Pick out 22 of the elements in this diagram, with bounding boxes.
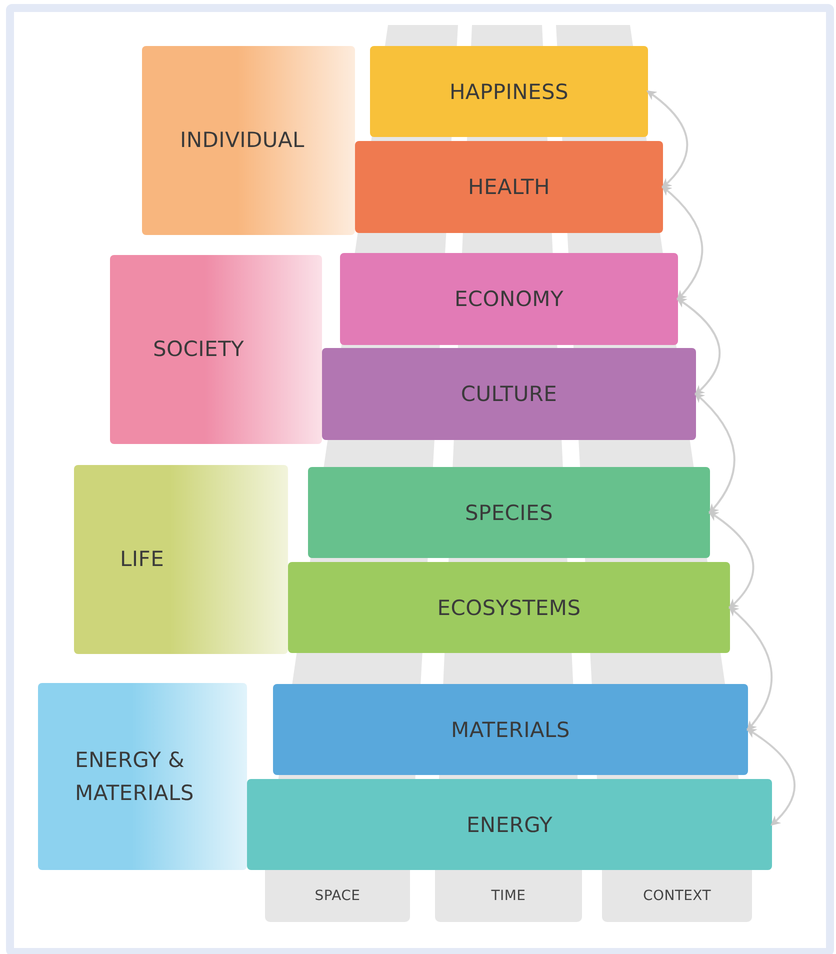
curved-arrow	[728, 606, 773, 732]
group-band: INDIVIDUAL	[142, 46, 355, 235]
group-band: SOCIETY	[110, 255, 322, 444]
curved-arrow	[694, 392, 736, 514]
pillar-base: TIME	[435, 870, 582, 922]
curved-arrow	[676, 298, 721, 396]
layer-bar: ECOSYSTEMS	[288, 562, 730, 653]
layer-bar: ENERGY	[247, 779, 772, 870]
curved-arrow	[708, 511, 754, 609]
group-band: LIFE	[74, 465, 288, 654]
layer-bar: MATERIALS	[273, 684, 748, 775]
layer-bar: HEALTH	[355, 141, 663, 233]
curved-arrow	[661, 186, 704, 300]
curved-arrow	[746, 728, 796, 826]
layer-bar: CULTURE	[322, 348, 696, 440]
group-band: ENERGY & MATERIALS	[38, 683, 247, 870]
layer-bar: ECONOMY	[340, 253, 678, 345]
pillar-base: SPACE	[265, 870, 410, 922]
curved-arrow	[646, 90, 688, 188]
layer-bar: SPECIES	[308, 467, 710, 558]
layer-bar: HAPPINESS	[370, 46, 648, 137]
pillar-base: CONTEXT	[602, 870, 752, 922]
